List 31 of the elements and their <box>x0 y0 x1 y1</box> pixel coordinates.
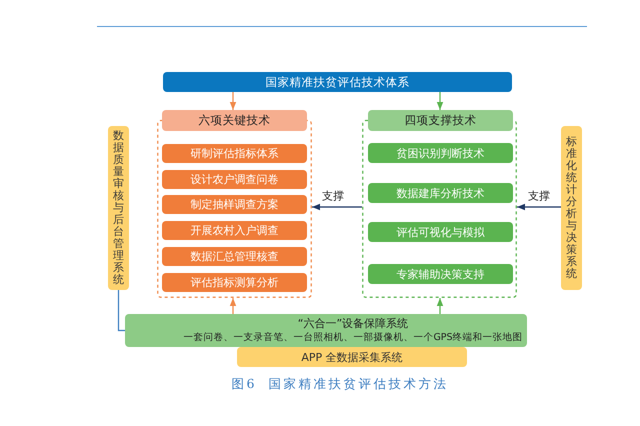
process-box: 评估可视化与模拟 <box>368 222 513 242</box>
process-box: 数据建库分析技术 <box>368 183 513 203</box>
process-box: 数据汇总管理核查 <box>162 247 307 266</box>
arrow <box>436 298 444 314</box>
dashed-group-box <box>157 110 312 298</box>
side-system-box: 数据质量审核与后台管理系统 <box>108 126 129 290</box>
system-box: APP 全数据采集系统 <box>237 347 467 367</box>
process-box: 贫困识别判断技术 <box>368 143 513 163</box>
dashed-group-box <box>362 110 517 298</box>
arrow <box>230 298 236 314</box>
group-header: 六项关键技术 <box>162 110 307 131</box>
process-box: 评估指标测算分析 <box>162 273 307 292</box>
edge-label: 支撑 <box>527 190 551 202</box>
side-system-box: 标准化统计分析与决策系统 <box>561 126 582 290</box>
process-box: 设计农户调查问卷 <box>162 170 307 189</box>
arrow <box>230 92 236 110</box>
connector-line <box>118 290 125 332</box>
edge-label: 支撑 <box>321 190 345 202</box>
group-header: 四项支撑技术 <box>368 110 513 131</box>
heading-box: 国家精准扶贫评估技术体系 <box>163 72 512 92</box>
arrow <box>517 204 561 210</box>
caption: 图6 国家精准扶贫评估技术方法 <box>230 375 450 392</box>
arrow <box>312 204 362 210</box>
system-box <box>125 314 527 347</box>
process-box: 专家辅助决策支持 <box>368 264 513 284</box>
system-title: “六合一”设备保障系统 <box>298 317 408 331</box>
equipment-list: 一套问卷、一支录音笔、一台照相机、一部摄像机、一个GPS终端和一张地图 <box>183 331 523 344</box>
process-box: 开展农村入户调查 <box>162 221 307 240</box>
process-box: 研制评估指标体系 <box>162 144 307 163</box>
process-box: 制定抽样调查方案 <box>162 195 307 214</box>
arrow <box>436 92 444 110</box>
